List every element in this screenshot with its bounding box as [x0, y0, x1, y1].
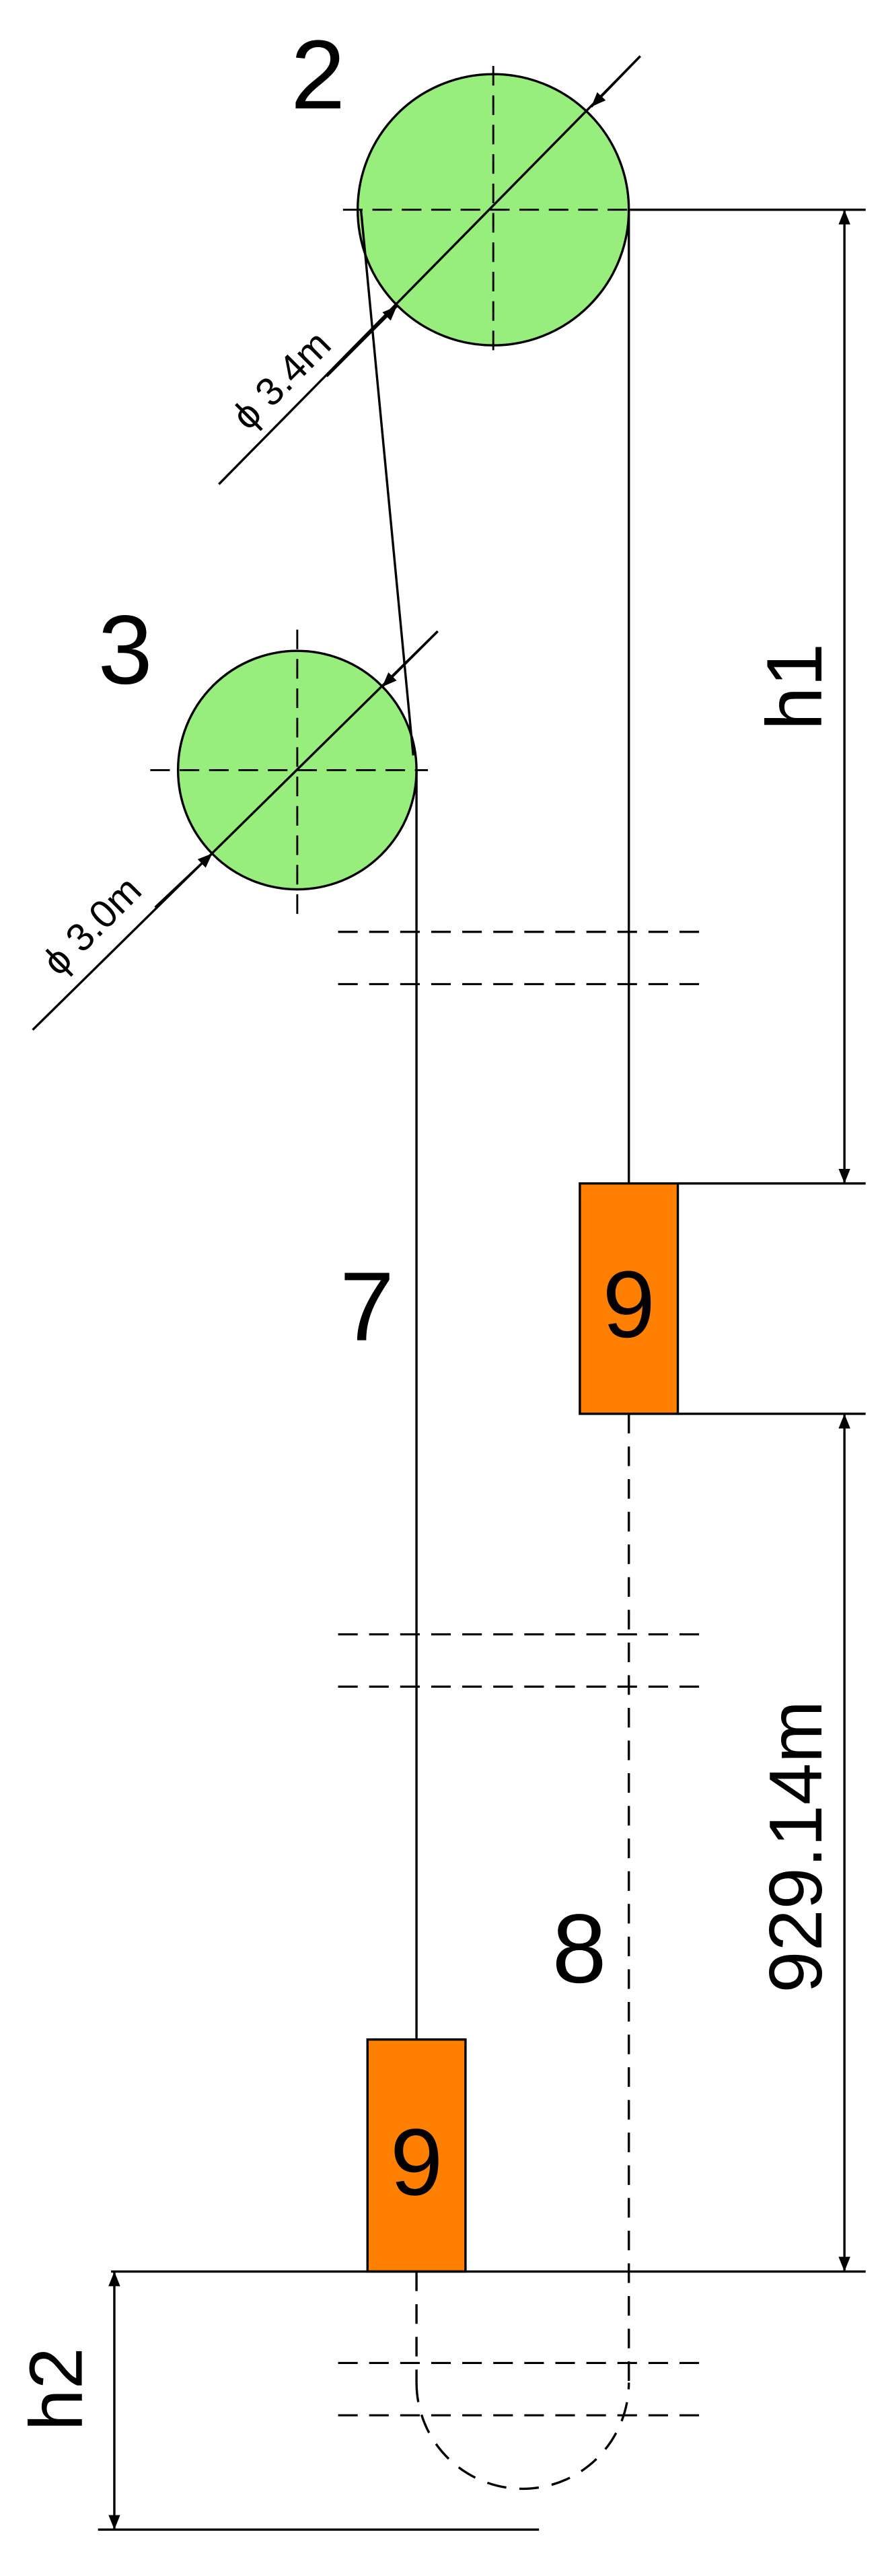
rope-8-label: 8 [552, 1894, 607, 2003]
tail-rope-loop [415, 2382, 630, 2491]
dia-2-arrow-upper [590, 55, 641, 108]
dia-3-arrow-upper [381, 630, 439, 688]
skip-bottom-label: 9 [390, 2109, 443, 2215]
extension-lines [98, 208, 866, 2531]
sheave-3-centerlines [150, 629, 429, 916]
h2-label: h2 [13, 2347, 98, 2431]
dia-3-label: ϕ 3.0m [34, 868, 150, 984]
skip-top-label: 9 [603, 1252, 655, 1357]
rope-between-sheaves [359, 209, 414, 756]
sheave-2-centerlines [342, 66, 634, 354]
dia-2-line [218, 55, 641, 485]
skip-top [579, 1182, 679, 1415]
skip-bottom [366, 2038, 467, 2273]
rope-7-label: 7 [340, 1252, 394, 1361]
h1-label: h1 [751, 643, 838, 731]
sheave-2-label: 2 [291, 20, 345, 129]
sheave-3-label: 3 [98, 595, 153, 705]
dia-2-arrow-lower [326, 305, 398, 378]
distance-label: 929.14m [754, 1701, 838, 1993]
dia-3-arrow-lower [154, 852, 213, 908]
dia-3-line [32, 630, 439, 1031]
